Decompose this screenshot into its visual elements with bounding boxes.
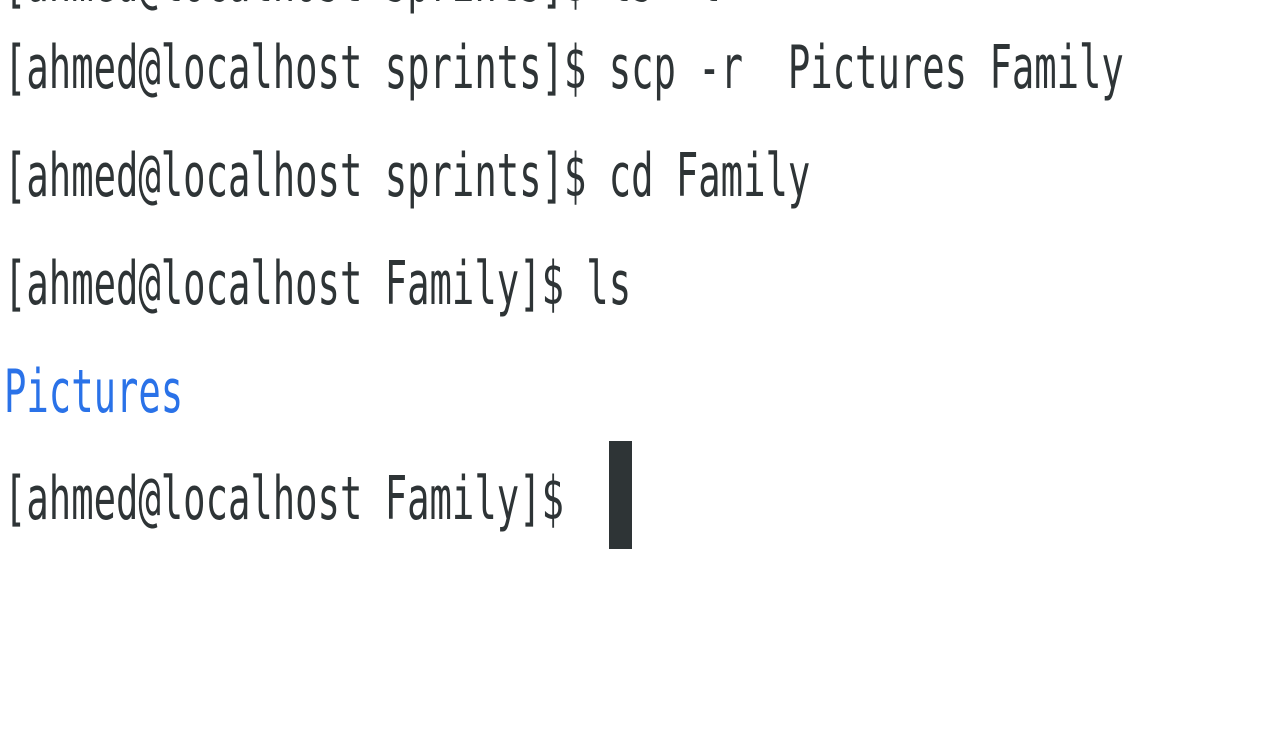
scrolled-line: [ahmed@localhost sprints]$ ls -l (4, 0, 721, 18)
directory-output: Pictures (4, 357, 184, 427)
prompt: [ahmed@localhost Family]$ (4, 249, 564, 319)
prompt: [ahmed@localhost sprints]$ (4, 33, 587, 103)
prompt: [ahmed@localhost Family]$ (4, 464, 564, 534)
terminal-line: [ahmed@localhost Family]$ ls (4, 247, 631, 321)
terminal-line: [ahmed@localhost sprints]$ cd Family (4, 139, 810, 213)
command: ls (563, 249, 632, 319)
prompt: [ahmed@localhost sprints]$ (4, 141, 587, 211)
terminal-line: [ahmed@localhost sprints]$ scp -r Pictur… (4, 31, 1124, 105)
command: cd Family (586, 141, 811, 211)
text-cursor (609, 441, 632, 549)
command: scp -r Pictures Family (586, 33, 1124, 103)
current-prompt-line[interactable]: [ahmed@localhost Family]$ (4, 462, 564, 536)
